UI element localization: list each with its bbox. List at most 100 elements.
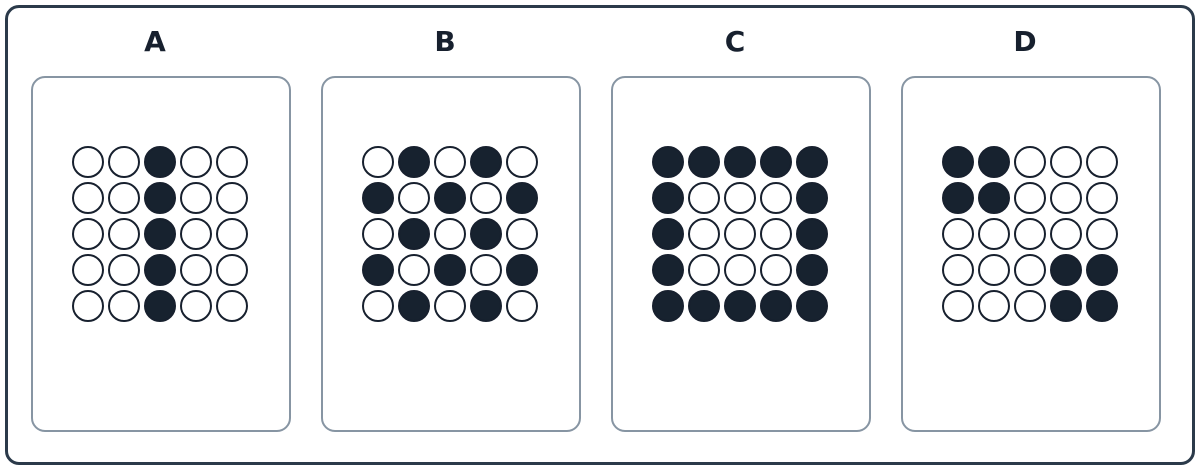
dot-a-r3c5-empty: [216, 218, 248, 250]
dot-b-r4c5-filled: [506, 254, 538, 286]
dot-d-r2c3-empty: [1014, 182, 1046, 214]
dot-b-r1c3-empty: [434, 146, 466, 178]
dot-c-r2c4-empty: [760, 182, 792, 214]
dot-c-r3c1-filled: [652, 218, 684, 250]
dot-b-r4c4-empty: [470, 254, 502, 286]
dot-b-r3c3-empty: [434, 218, 466, 250]
dot-a-r4c5-empty: [216, 254, 248, 286]
dot-c-r3c5-filled: [796, 218, 828, 250]
dot-b-r5c1-empty: [362, 290, 394, 322]
dot-d-r5c4-filled: [1050, 290, 1082, 322]
dot-b-r1c1-empty: [362, 146, 394, 178]
dot-a-r1c4-empty: [180, 146, 212, 178]
dot-b-r3c1-empty: [362, 218, 394, 250]
dot-a-r4c4-empty: [180, 254, 212, 286]
dot-a-r4c2-empty: [108, 254, 140, 286]
dot-d-r4c4-filled: [1050, 254, 1082, 286]
option-card-d[interactable]: [901, 76, 1161, 432]
dot-b-r5c5-empty: [506, 290, 538, 322]
panel-label-b: B: [434, 25, 456, 58]
dot-grid-b: [362, 146, 540, 324]
dot-d-r5c5-filled: [1086, 290, 1118, 322]
dot-grid-c: [652, 146, 830, 324]
dot-a-r5c4-empty: [180, 290, 212, 322]
dot-b-r2c5-filled: [506, 182, 538, 214]
dot-c-r2c3-empty: [724, 182, 756, 214]
dot-c-r3c4-empty: [760, 218, 792, 250]
dot-d-r3c4-empty: [1050, 218, 1082, 250]
dot-c-r2c5-filled: [796, 182, 828, 214]
dot-d-r4c1-empty: [942, 254, 974, 286]
dot-d-r4c3-empty: [1014, 254, 1046, 286]
dot-b-r2c1-filled: [362, 182, 394, 214]
dot-a-r3c2-empty: [108, 218, 140, 250]
dot-d-r2c1-filled: [942, 182, 974, 214]
dot-d-r5c1-empty: [942, 290, 974, 322]
option-card-c[interactable]: [611, 76, 871, 432]
dot-b-r5c4-filled: [470, 290, 502, 322]
dot-a-r2c5-empty: [216, 182, 248, 214]
dot-d-r2c2-filled: [978, 182, 1010, 214]
dot-c-r4c2-empty: [688, 254, 720, 286]
dot-a-r4c1-empty: [72, 254, 104, 286]
dot-d-r5c3-empty: [1014, 290, 1046, 322]
dot-c-r1c4-filled: [760, 146, 792, 178]
dot-c-r4c1-filled: [652, 254, 684, 286]
dot-d-r3c3-empty: [1014, 218, 1046, 250]
panel-label-c: C: [724, 25, 746, 58]
dot-grid-a: [72, 146, 250, 324]
dot-a-r1c3-filled: [144, 146, 176, 178]
dot-a-r1c2-empty: [108, 146, 140, 178]
dot-b-r4c3-filled: [434, 254, 466, 286]
dot-c-r2c1-filled: [652, 182, 684, 214]
dot-c-r4c4-empty: [760, 254, 792, 286]
dot-b-r3c2-filled: [398, 218, 430, 250]
dot-b-r4c2-empty: [398, 254, 430, 286]
dot-c-r4c3-empty: [724, 254, 756, 286]
dot-c-r5c1-filled: [652, 290, 684, 322]
dot-a-r2c2-empty: [108, 182, 140, 214]
dot-a-r4c3-filled: [144, 254, 176, 286]
dot-a-r1c5-empty: [216, 146, 248, 178]
dot-a-r5c2-empty: [108, 290, 140, 322]
dot-d-r1c3-empty: [1014, 146, 1046, 178]
dot-b-r4c1-filled: [362, 254, 394, 286]
dot-c-r5c5-filled: [796, 290, 828, 322]
dot-b-r3c5-empty: [506, 218, 538, 250]
dot-a-r3c4-empty: [180, 218, 212, 250]
dot-a-r3c3-filled: [144, 218, 176, 250]
dot-c-r5c4-filled: [760, 290, 792, 322]
dot-a-r5c1-empty: [72, 290, 104, 322]
panel-label-d: D: [1013, 25, 1037, 58]
dot-b-r3c4-filled: [470, 218, 502, 250]
dot-d-r3c2-empty: [978, 218, 1010, 250]
dot-c-r3c3-empty: [724, 218, 756, 250]
dot-b-r1c2-filled: [398, 146, 430, 178]
dot-c-r1c1-filled: [652, 146, 684, 178]
dot-c-r4c5-filled: [796, 254, 828, 286]
dot-c-r2c2-empty: [688, 182, 720, 214]
dot-d-r1c2-filled: [978, 146, 1010, 178]
option-card-a[interactable]: [31, 76, 291, 432]
dot-d-r2c4-empty: [1050, 182, 1082, 214]
dot-b-r2c4-empty: [470, 182, 502, 214]
dot-a-r2c4-empty: [180, 182, 212, 214]
dot-d-r1c5-empty: [1086, 146, 1118, 178]
panel-label-a: A: [144, 25, 166, 58]
dot-d-r1c1-filled: [942, 146, 974, 178]
dot-d-r4c2-empty: [978, 254, 1010, 286]
dot-a-r2c1-empty: [72, 182, 104, 214]
dot-b-r2c3-filled: [434, 182, 466, 214]
option-card-b[interactable]: [321, 76, 581, 432]
dot-d-r3c5-empty: [1086, 218, 1118, 250]
dot-c-r1c2-filled: [688, 146, 720, 178]
dot-c-r3c2-empty: [688, 218, 720, 250]
dot-a-r3c1-empty: [72, 218, 104, 250]
dot-a-r1c1-empty: [72, 146, 104, 178]
dot-b-r5c2-filled: [398, 290, 430, 322]
dot-d-r3c1-empty: [942, 218, 974, 250]
dot-grid-d: [942, 146, 1120, 324]
dot-a-r5c3-filled: [144, 290, 176, 322]
dot-d-r4c5-filled: [1086, 254, 1118, 286]
dot-c-r1c3-filled: [724, 146, 756, 178]
